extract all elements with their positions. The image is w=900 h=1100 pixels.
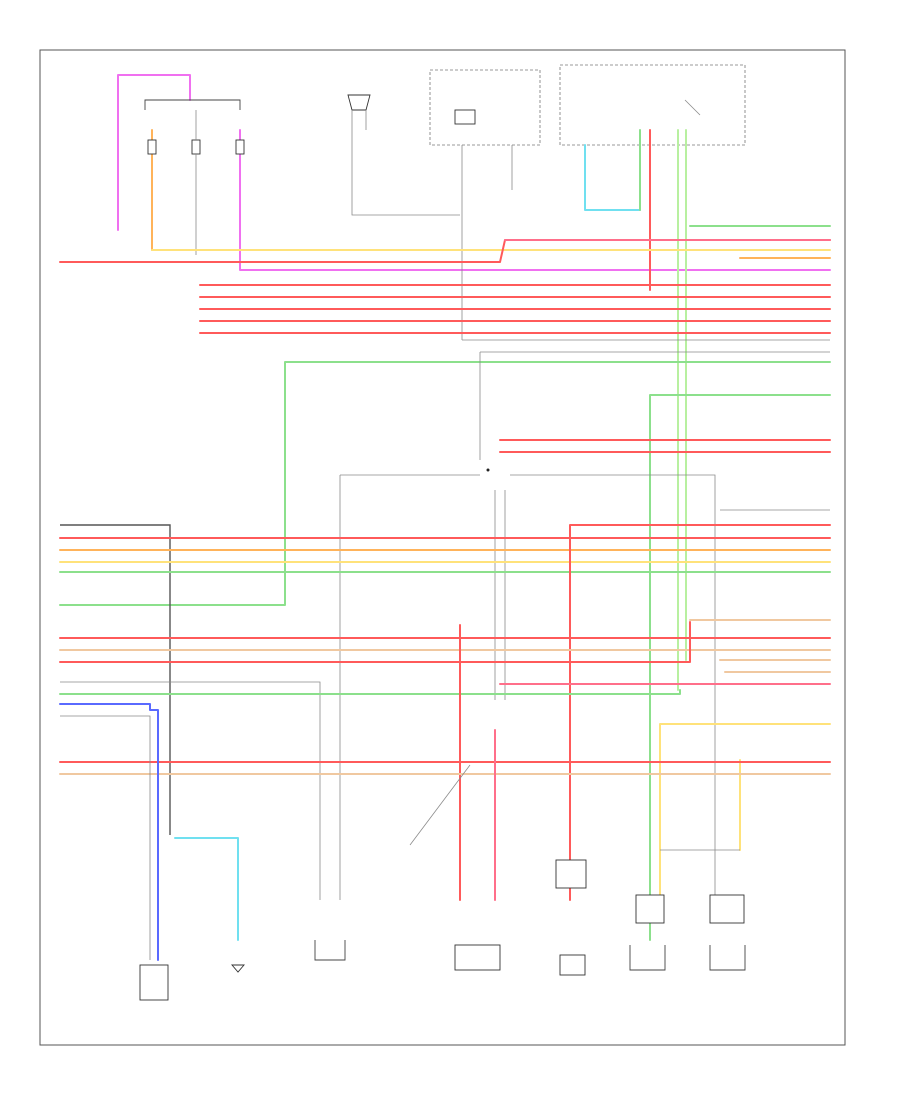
relay-box-right: [559, 64, 746, 146]
wire-magenta-fuse-right: [239, 129, 831, 271]
fuse-block-top-left: [144, 99, 241, 110]
component-bottom-6: [709, 945, 746, 971]
top-left-fuse-group: [117, 74, 831, 271]
diagram-frame: [39, 49, 846, 1046]
wire-green-lower: [59, 689, 681, 695]
upper-bus: [59, 225, 831, 941]
relay-switch: [684, 99, 701, 116]
lower-bus: [59, 619, 831, 901]
connector-pins-1: [555, 859, 587, 889]
leader-line-center: [409, 764, 471, 846]
wire-dark-mid: [60, 524, 171, 835]
wire-cyan-relay: [584, 144, 641, 211]
top-module-box: [429, 69, 541, 340]
fuse-1: [147, 139, 157, 155]
module-box-center: [429, 69, 541, 146]
top-right-relay-box: [559, 64, 746, 691]
wire-green-bus-3: [59, 361, 831, 606]
wire-magenta-top-left: [117, 74, 191, 231]
wire-gray-lower: [60, 681, 321, 900]
wire-center-right: [510, 474, 716, 900]
wire-center-left: [339, 474, 480, 900]
wire-sensor-top-center: [351, 110, 460, 216]
fuse-3: [235, 139, 245, 155]
ground-symbol: [231, 964, 245, 973]
component-bottom-3: [454, 944, 501, 971]
mid-bus: [59, 509, 831, 901]
connector-pins-3: [709, 894, 745, 924]
wire-red-mid-vert: [569, 524, 831, 901]
wire-gray-left-lower: [60, 715, 151, 960]
component-bottom-4: [559, 954, 586, 976]
wire-blue-left: [59, 703, 159, 961]
wire-red-lower-2: [59, 621, 691, 663]
component-bottom-1: [139, 964, 169, 1001]
sensor-top-center: [347, 94, 371, 111]
component-bottom-2: [314, 940, 346, 961]
bottom-bus: [59, 703, 831, 961]
center-sensor-cluster: [339, 352, 831, 900]
wire-cyan-bottom-left: [174, 837, 239, 941]
center-node: [486, 468, 490, 472]
connector-pins-2: [635, 894, 665, 924]
bottom-components: [139, 859, 746, 1001]
wire-green-bus-4: [649, 394, 831, 941]
fuse-2: [191, 139, 201, 155]
module-element: [454, 109, 476, 125]
component-bottom-5: [629, 945, 666, 971]
top-center-sensor: [347, 94, 460, 216]
wire-yellow-lower-right: [659, 723, 831, 901]
